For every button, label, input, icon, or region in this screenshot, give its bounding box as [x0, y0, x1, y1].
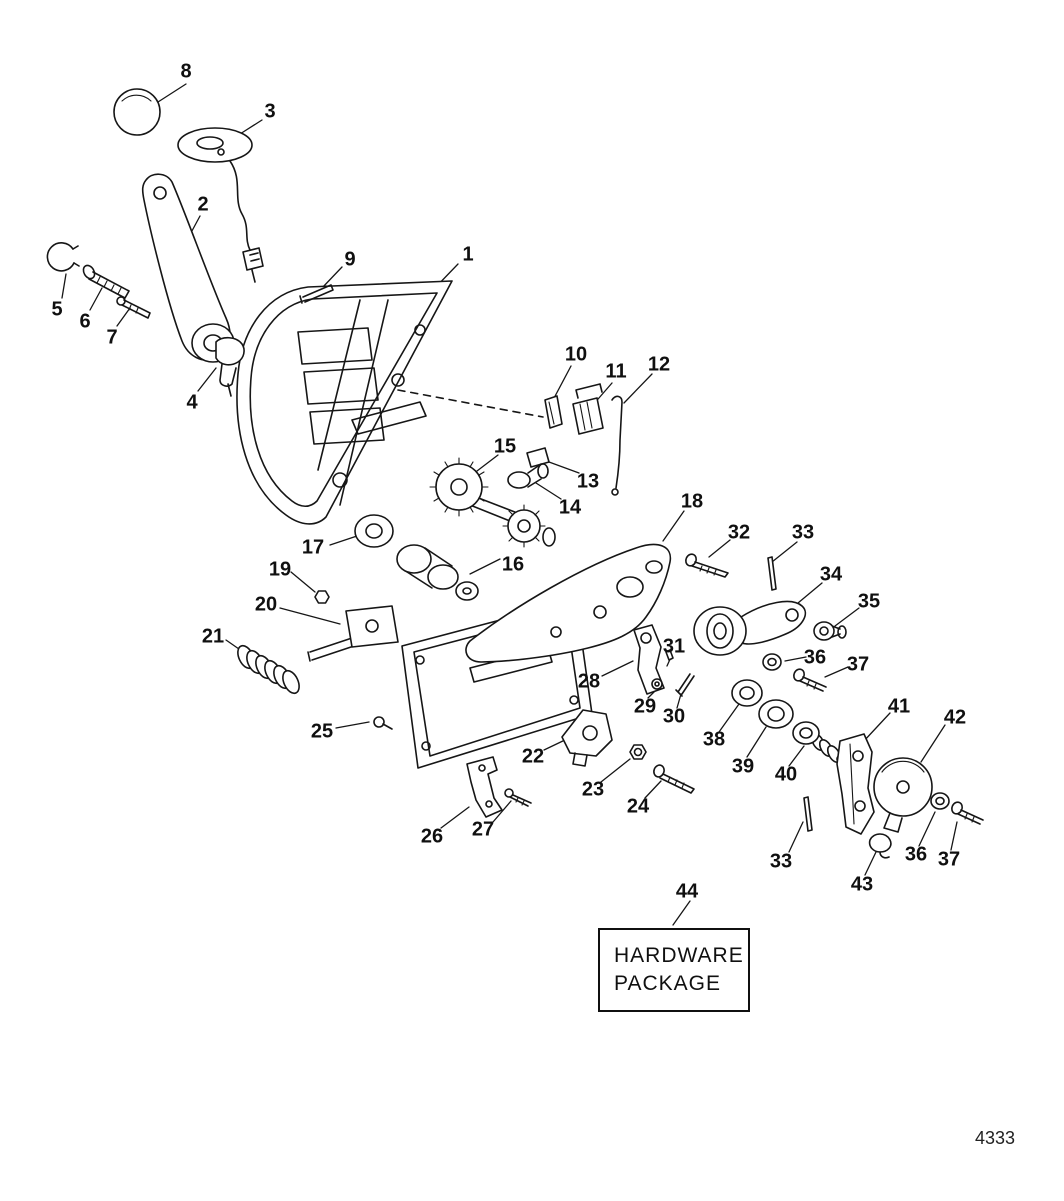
part-number-28: 28	[577, 670, 601, 693]
part-32-bolt	[685, 553, 729, 578]
part-number-37: 37	[846, 653, 870, 676]
part-26-bracket	[466, 756, 503, 818]
part-number-43: 43	[850, 873, 874, 896]
part-number-32: 32	[727, 521, 751, 544]
part-17-bushing	[354, 514, 394, 548]
part-9-pin	[299, 284, 334, 304]
part-8-knob	[113, 88, 161, 136]
part-number-23: 23	[581, 778, 605, 801]
part-39-washer	[758, 699, 794, 729]
part-20-block	[307, 605, 399, 662]
part-number-34: 34	[819, 563, 843, 586]
part-number-15: 15	[493, 435, 517, 458]
part-number-30: 30	[662, 705, 686, 728]
part-41-bracket	[836, 733, 875, 835]
part-23-nut	[629, 744, 647, 760]
part-number-3: 3	[264, 100, 276, 123]
part-number-24: 24	[626, 795, 650, 818]
part-number-26: 26	[420, 825, 444, 848]
part-5-snap-ring	[46, 242, 80, 272]
part-31-pin	[665, 649, 674, 661]
part-number-40: 40	[774, 763, 798, 786]
part-13-block	[526, 447, 550, 468]
part-number-16: 16	[501, 553, 525, 576]
hardware-package-box: HARDWARE PACKAGE	[598, 928, 750, 1012]
part-38-washer	[731, 679, 763, 707]
part-35-bushing	[813, 621, 847, 641]
part-6-bolt	[82, 264, 130, 299]
part-number-7: 7	[106, 326, 118, 349]
assembly-axis-dashed	[397, 389, 544, 418]
part-10-plate	[544, 395, 563, 429]
part-43-clip	[868, 833, 892, 859]
part-number-20: 20	[254, 593, 278, 616]
leader-lines	[61, 83, 958, 926]
part-7-screw	[116, 296, 151, 319]
part-number-22: 22	[521, 745, 545, 768]
part-36-washer-upper	[762, 653, 782, 671]
part-number-1: 1	[462, 243, 474, 266]
part-12-rod	[611, 395, 623, 496]
part-24-screw	[653, 764, 695, 794]
part-number-36: 36	[803, 646, 827, 669]
part-number-17: 17	[301, 536, 325, 559]
part-33-pin-upper	[767, 556, 777, 591]
part-27-screw	[504, 788, 532, 807]
part-number-37: 37	[937, 848, 961, 871]
part-number-18: 18	[680, 490, 704, 513]
part-16-shaft	[396, 544, 479, 601]
part-number-19: 19	[268, 558, 292, 581]
part-14-roller	[507, 463, 549, 489]
part-number-25: 25	[310, 720, 334, 743]
part-11-switch	[572, 383, 604, 435]
part-18-bracket	[465, 543, 672, 663]
part-number-2: 2	[197, 193, 209, 216]
part-33-pin-lower	[803, 796, 813, 832]
part-1-housing	[236, 280, 453, 525]
part-number-35: 35	[857, 590, 881, 613]
part-42-cover	[873, 757, 933, 833]
part-number-13: 13	[576, 470, 600, 493]
part-number-9: 9	[344, 248, 356, 271]
part-4-clamp	[215, 336, 245, 397]
part-number-41: 41	[887, 695, 911, 718]
part-number-14: 14	[558, 496, 582, 519]
part-29-washer	[651, 678, 663, 690]
part-15-gear	[429, 457, 556, 548]
part-number-33: 33	[769, 850, 793, 873]
part-number-6: 6	[79, 310, 91, 333]
part-22-lever	[561, 709, 613, 767]
part-30-screw	[675, 673, 695, 697]
part-number-8: 8	[180, 60, 192, 83]
part-3-lanyard	[177, 127, 264, 283]
part-number-36: 36	[904, 843, 928, 866]
part-number-44: 44	[675, 880, 699, 903]
hardware-package-line1: HARDWARE	[614, 944, 744, 967]
part-37-screw-lower	[951, 801, 984, 825]
part-number-11: 11	[605, 360, 627, 383]
hardware-package-line2: PACKAGE	[614, 972, 721, 995]
part-number-4: 4	[186, 391, 198, 414]
part-number-33: 33	[791, 521, 815, 544]
part-number-31: 31	[662, 635, 686, 658]
part-37-screw-upper	[793, 668, 827, 692]
figure-number: 4333	[975, 1128, 1016, 1148]
part-number-39: 39	[731, 755, 755, 778]
part-28-lever	[633, 624, 665, 695]
part-number-21: 21	[201, 625, 225, 648]
part-number-5: 5	[51, 298, 63, 321]
part-number-29: 29	[633, 695, 657, 718]
part-number-42: 42	[943, 706, 967, 729]
part-34-cam	[693, 600, 807, 656]
part-36-washer-lower	[930, 792, 950, 810]
part-2-handle	[141, 173, 235, 363]
part-25-screw	[373, 716, 393, 730]
part-19-nut	[314, 590, 330, 604]
part-number-10: 10	[564, 343, 588, 366]
part-number-38: 38	[702, 728, 726, 751]
part-number-27: 27	[471, 818, 495, 841]
part-21-spring	[237, 644, 300, 695]
part-number-12: 12	[647, 353, 671, 376]
